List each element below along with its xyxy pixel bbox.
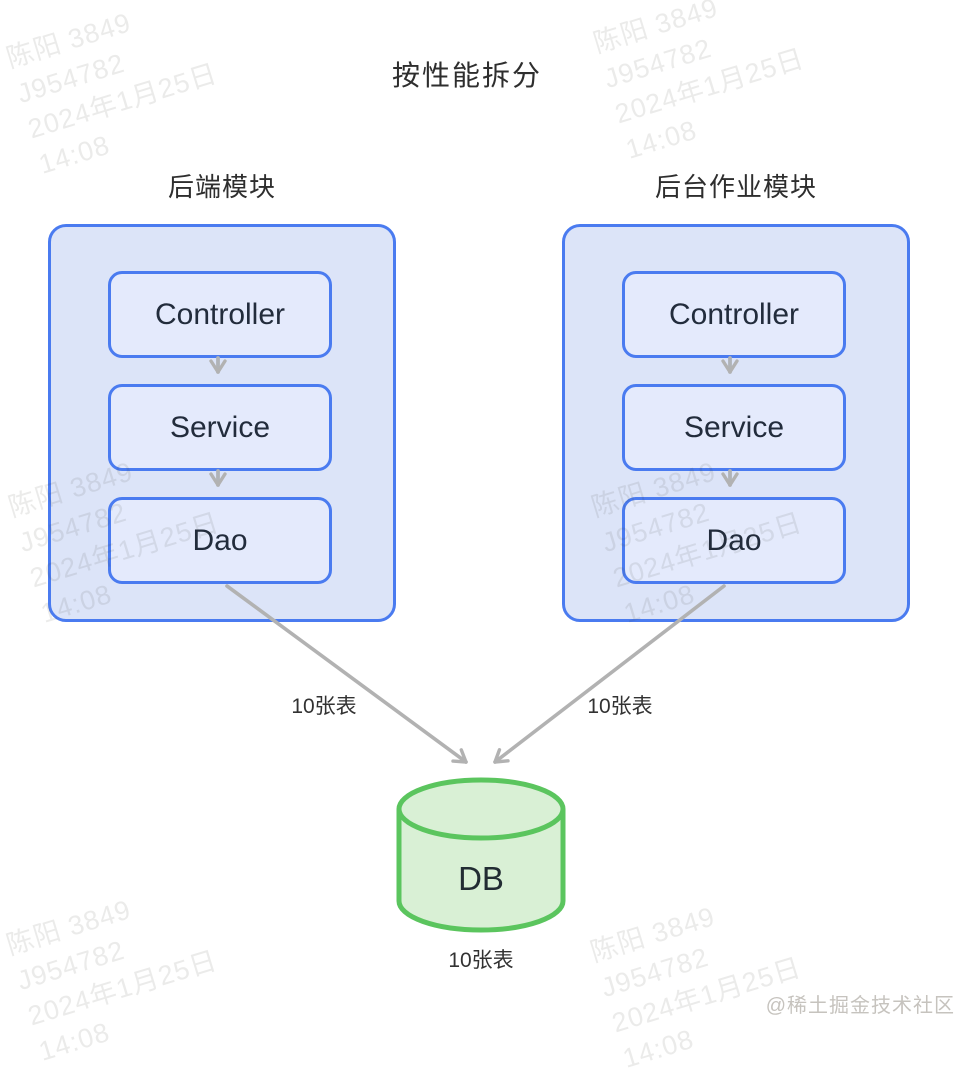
watermark-tile: 陈阳 3849 J954782 2024年1月25日 14:08 <box>586 879 817 1078</box>
layer-service: Service <box>108 384 332 471</box>
module-label-backend: 后端模块 <box>167 172 276 202</box>
layer-controller: Controller <box>622 271 846 358</box>
edge-label-batch-tables: 10张表 <box>587 695 653 718</box>
layer-dao: Dao <box>622 497 846 584</box>
watermark-line: 陈阳 3849 <box>2 894 135 961</box>
module-backend: Controller Service Dao <box>48 224 396 622</box>
database-label: DB <box>458 860 504 897</box>
juejin-community-watermark: @稀土掘金技术社区 <box>765 995 955 1017</box>
diagram-canvas: 按性能拆分 后端模块 后台作业模块 Controller Service Dao… <box>3 0 955 1074</box>
database-caption: 10张表 <box>448 949 514 972</box>
database-cylinder <box>396 777 566 933</box>
edge-label-backend-tables: 10张表 <box>291 695 357 718</box>
layer-service: Service <box>622 384 846 471</box>
module-label-batch-jobs: 后台作业模块 <box>654 172 817 202</box>
watermark-line: 2024年1月25日 <box>24 945 221 1032</box>
watermark-line: 陈阳 3849 <box>586 901 719 968</box>
diagram-title: 按性能拆分 <box>391 60 542 91</box>
watermark-line: J954782 <box>13 934 129 996</box>
layer-controller: Controller <box>108 271 332 358</box>
watermark-tile: 陈阳 3849 J954782 2024年1月25日 14:08 <box>2 872 233 1071</box>
module-batch-jobs: Controller Service Dao <box>562 224 910 622</box>
layer-dao: Dao <box>108 497 332 584</box>
watermark-line: 14:08 <box>35 1016 114 1067</box>
